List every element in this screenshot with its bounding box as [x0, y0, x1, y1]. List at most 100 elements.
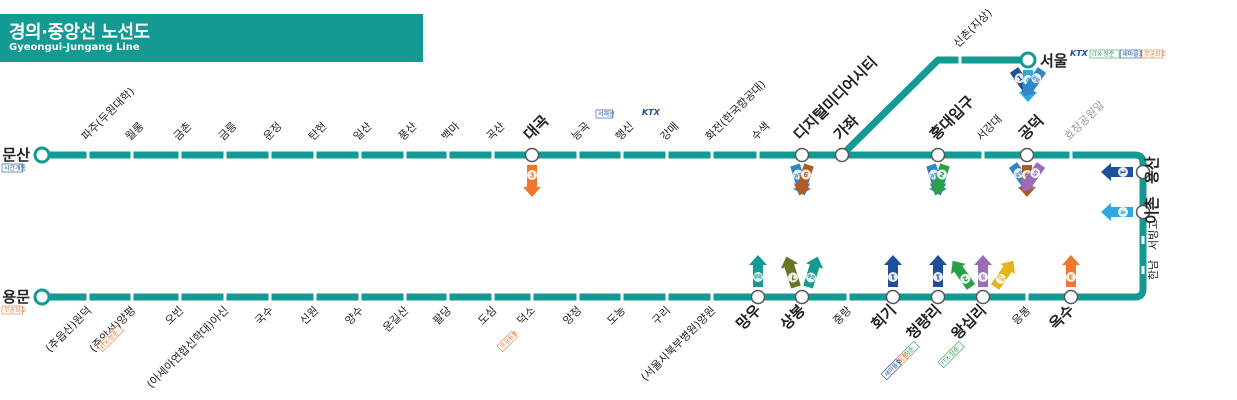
transfer-arrow-4[interactable]: 4: [1101, 203, 1133, 221]
station-tick-도농[interactable]: [620, 293, 624, 301]
service-tag: 새마을호: [1119, 49, 1145, 59]
station-tick-오빈[interactable]: [178, 293, 182, 301]
terminal-marker-서울[interactable]: [1019, 51, 1037, 69]
station-tick-일산[interactable]: [358, 151, 362, 159]
transfer-arrow-공항[interactable]: 공항: [1016, 65, 1049, 102]
station-tick-(추읍산)원덕[interactable]: [86, 293, 90, 301]
arrow-badge: [995, 273, 1006, 284]
service-tag-box: [1, 163, 24, 173]
transfer-arrow-분당[interactable]: 분당: [988, 256, 1021, 293]
arrow-line-number: 분당: [995, 272, 1007, 283]
transfer-arrow-5[interactable]: 5: [974, 255, 992, 287]
transfer-arrow-2[interactable]: 2: [945, 256, 978, 293]
station-label: 수색: [749, 120, 773, 144]
service-tag-text: 새마을호: [882, 357, 904, 379]
station-tick-(서울시북부병원)양원[interactable]: [710, 293, 714, 301]
station-tick-운정[interactable]: [268, 151, 272, 159]
station-tick-월롱[interactable]: [130, 151, 134, 159]
station-marker-청량리[interactable]: [930, 289, 946, 305]
station-marker-상봉[interactable]: [794, 289, 810, 305]
arrow-shape: [523, 165, 541, 197]
station-marker-디지털미디어시티[interactable]: [794, 147, 810, 163]
station-tick-효창공원앞[interactable]: [1069, 151, 1073, 159]
transfer-arrow-7[interactable]: 7: [778, 254, 805, 290]
service-tag-box: [496, 330, 518, 353]
arrow-badge: [1030, 168, 1041, 179]
transfer-arrow-3[interactable]: 3: [1062, 255, 1080, 287]
arrow-shape: [884, 255, 902, 287]
station-tick-풍산[interactable]: [403, 151, 407, 159]
station-marker-가좌[interactable]: [834, 147, 850, 163]
arrow-badge: [527, 170, 537, 180]
station-tick-백마[interactable]: [446, 151, 450, 159]
station-tick-탄현[interactable]: [313, 151, 317, 159]
station-marker-이촌[interactable]: [1135, 204, 1151, 220]
transfer-arrow-경춘[interactable]: 경춘: [749, 255, 767, 287]
station-marker-옥수[interactable]: [1063, 289, 1079, 305]
station-label: 상봉: [777, 301, 809, 333]
terminal-marker-문산[interactable]: [33, 146, 51, 164]
station-tick-수색[interactable]: [756, 151, 760, 159]
service-tag-text: 무궁화호: [1144, 51, 1167, 58]
transfer-arrow-6[interactable]: 6: [791, 162, 818, 198]
station-marker-용산[interactable]: [1135, 164, 1151, 180]
arrow-shape: [974, 255, 992, 287]
transfer-arrow-3[interactable]: 3: [523, 165, 541, 197]
station-tick-덕소[interactable]: [530, 293, 534, 301]
station-marker-회기[interactable]: [885, 289, 901, 305]
transfer-arrow-1[interactable]: 1: [929, 255, 947, 287]
arrow-line-number: 경춘: [806, 272, 816, 281]
arrow-line-number: 2: [961, 274, 970, 283]
station-tick-강매[interactable]: [665, 151, 669, 159]
transfer-arrow-1[interactable]: 1: [1101, 163, 1133, 181]
arrow-badge: [753, 272, 763, 282]
station-tick-(아세아연합신학대)아신[interactable]: [223, 293, 227, 301]
station-label: 오빈: [163, 304, 187, 328]
station-tick-국수[interactable]: [268, 293, 272, 301]
service-tag-box: [1, 305, 24, 315]
station-label: 팔당: [431, 304, 455, 328]
station-tick-금릉[interactable]: [223, 151, 227, 159]
station-marker-공덕[interactable]: [1019, 147, 1035, 163]
station-tick-양정[interactable]: [576, 293, 580, 301]
station-marker-홍대입구[interactable]: [930, 147, 946, 163]
transfer-arrow-2[interactable]: 2: [927, 162, 954, 198]
main-line: [42, 151, 1147, 301]
station-tick-행신[interactable]: [620, 151, 624, 159]
arrow-shape: [780, 256, 801, 289]
station-tick-도심[interactable]: [491, 293, 495, 301]
arrow-line-number: 3: [530, 172, 535, 180]
station-tick-신촌(지상)[interactable]: [958, 56, 962, 64]
transfer-arrow-경춘[interactable]: 경춘: [799, 254, 826, 290]
station-tick-곡산[interactable]: [491, 151, 495, 159]
station-tick-능곡[interactable]: [576, 151, 580, 159]
station-tick-양수[interactable]: [358, 293, 362, 301]
station-tick-신원[interactable]: [313, 293, 317, 301]
station-tick-구리[interactable]: [665, 293, 669, 301]
transfer-arrow-1[interactable]: 1: [884, 255, 902, 287]
station-tick-화전(한국항공대)[interactable]: [710, 151, 714, 159]
station-label: 운길산: [380, 304, 411, 335]
station-label: 덕소: [515, 304, 539, 328]
station-tick-중랑[interactable]: [846, 293, 850, 301]
station-tick-한남[interactable]: [1141, 266, 1145, 274]
service-tag: 무궁화호: [1, 305, 27, 315]
station-marker-대곡[interactable]: [524, 147, 540, 163]
station-marker-망우[interactable]: [750, 289, 766, 305]
station-tick-팔당[interactable]: [446, 293, 450, 301]
station-tick-파주(두원대학)[interactable]: [86, 151, 90, 159]
transfer-arrow-5[interactable]: 5: [1015, 160, 1048, 197]
station-label: 일산: [350, 119, 374, 143]
station-marker-왕십리[interactable]: [975, 289, 991, 305]
station-tick-서빙고[interactable]: [1141, 236, 1145, 244]
station-tick-금촌[interactable]: [178, 151, 182, 159]
map-title: 경의·중앙선 노선도: [9, 22, 150, 43]
station-tick-응봉[interactable]: [1025, 293, 1029, 301]
terminal-marker-용문[interactable]: [33, 288, 51, 306]
station-tick-서강대[interactable]: [981, 151, 985, 159]
station-tick-(중앙선)양평[interactable]: [130, 293, 134, 301]
stations-layer: [33, 51, 1151, 306]
arrow-badge: [933, 272, 943, 282]
station-tick-운길산[interactable]: [403, 293, 407, 301]
arrow-badge: [1031, 73, 1042, 84]
